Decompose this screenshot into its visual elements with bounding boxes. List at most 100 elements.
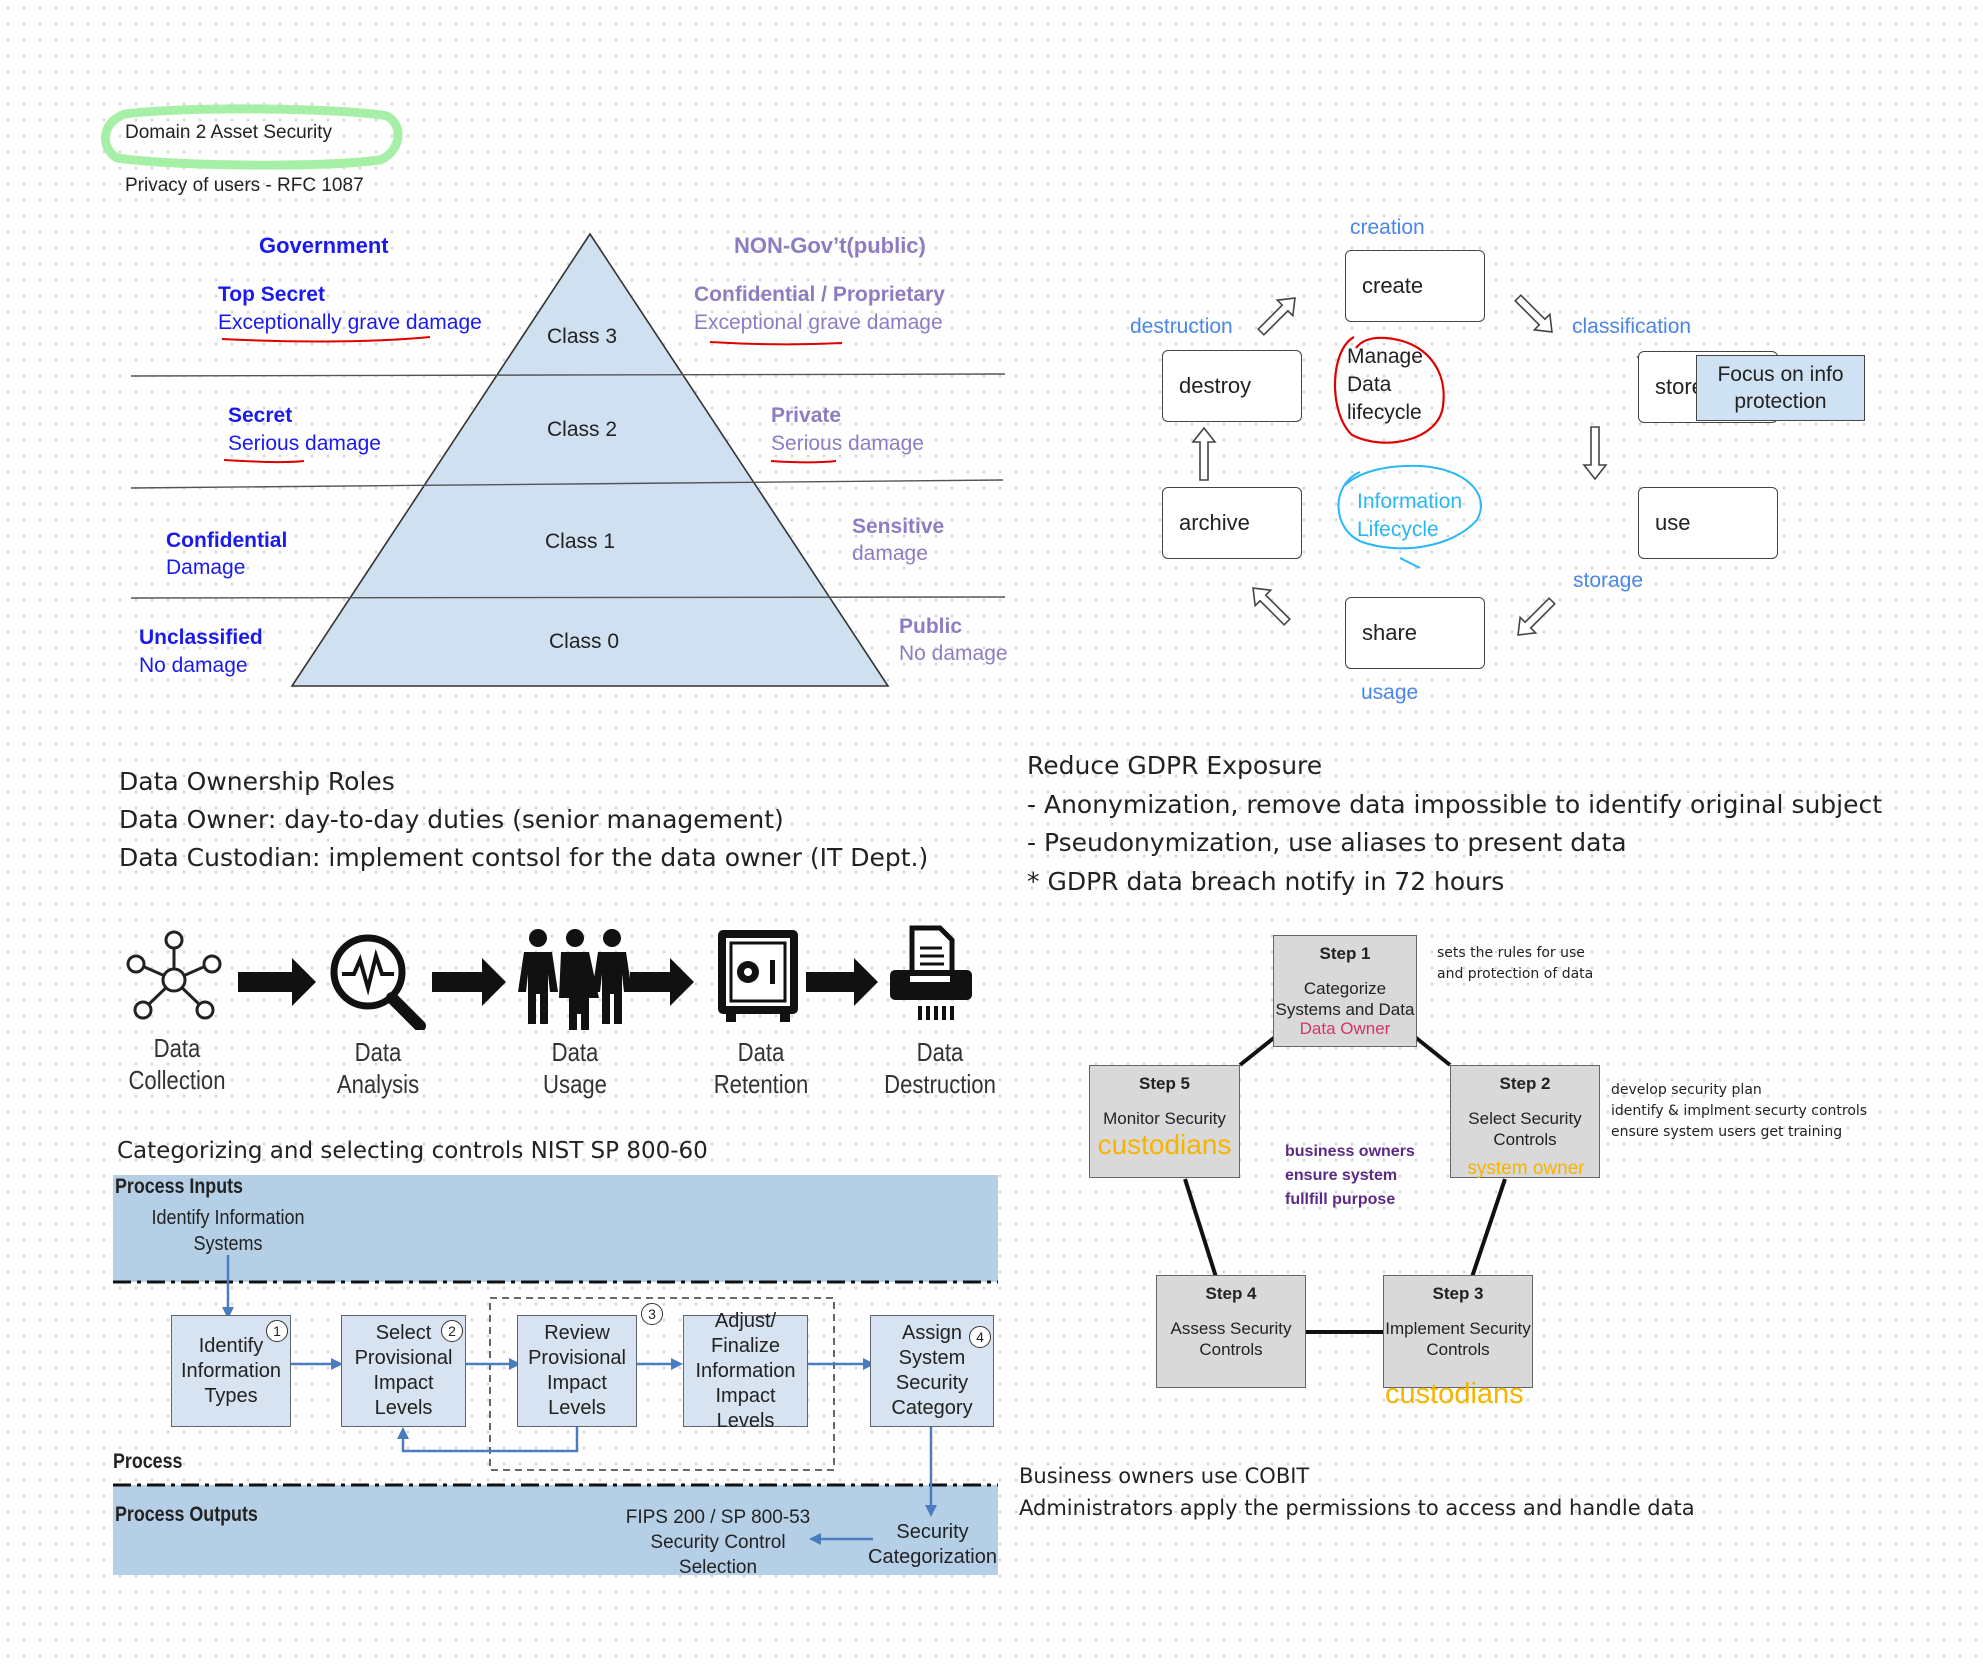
callout-line: protection [1734, 390, 1827, 413]
step-line: Select Security [1468, 1109, 1582, 1128]
people-icon [518, 929, 632, 1030]
center-line: business owners [1285, 1143, 1415, 1160]
information-lifecycle-note: Information Lifecycle [1357, 488, 1462, 544]
business-owners-note: business owners ensure system fullfill p… [1285, 1140, 1415, 1212]
step-title: Step 5 [1138, 1074, 1191, 1093]
steps-connectors [1183, 1035, 1507, 1334]
phase-creation: creation [1350, 216, 1425, 239]
fips-output: FIPS 200 / SP 800-53 Security Control Se… [608, 1505, 828, 1580]
callout-line: Focus on info [1717, 363, 1844, 386]
flow-label-line: Data [737, 1037, 785, 1067]
box-line: Levels [548, 1397, 606, 1419]
step-line: Assess Security [1170, 1319, 1292, 1338]
step-number-badge: 3 [641, 1303, 663, 1325]
manage-line: Data [1347, 373, 1392, 396]
gov-level: Unclassified [139, 626, 263, 649]
page-subtitle: Privacy of users - RFC 1087 [125, 175, 364, 196]
input-line: Identify Information [151, 1207, 305, 1229]
side-line: sets the rules for use [1437, 945, 1585, 961]
step-5-box: Step 5 Monitor Security custodians [1089, 1065, 1240, 1178]
box-line: Impact Levels [715, 1384, 776, 1432]
data-owner-note: Data Owner [1299, 1019, 1391, 1038]
step1-side-note: sets the rules for use and protection of… [1437, 943, 1593, 985]
shredder-icon [890, 925, 972, 1020]
nongov-level: Private [771, 404, 842, 427]
nongov-heading: NON-Gov’t(public) [734, 233, 926, 258]
step-number-badge: 2 [441, 1320, 463, 1342]
data-ownership-notes: Data Ownership Roles Data Owner: day-to-… [119, 763, 928, 877]
box-line: System [898, 1347, 966, 1369]
lifecycle-box-archive: archive [1162, 487, 1302, 559]
step-line: Categorize [1303, 979, 1387, 998]
gdpr-heading: Reduce GDPR Exposure [1027, 751, 1323, 780]
step-title: Step 4 [1205, 1284, 1257, 1303]
step-title: Step 1 [1319, 944, 1371, 963]
box-line: Review [544, 1322, 610, 1344]
cobit-line: Administrators apply the permissions to … [1019, 1496, 1695, 1520]
gov-damage: Damage [166, 556, 246, 579]
side-line: develop security plan [1611, 1082, 1762, 1098]
nist-lines [113, 1255, 998, 1545]
manage-line: Manage [1347, 345, 1423, 368]
identify-systems-input: Identify Information Systems [125, 1205, 332, 1257]
box-line: Security [895, 1372, 969, 1394]
class-label: Class 0 [549, 630, 620, 653]
step-line: Implement Security [1385, 1319, 1531, 1338]
gdpr-line: * GDPR data breach notify in 72 hours [1027, 866, 1505, 896]
classification-pyramid: Government NON-Gov’t(public) Class 3 Cla… [0, 0, 1020, 700]
output-line: Selection [678, 1557, 758, 1578]
flow-label-line: Retention [713, 1069, 809, 1099]
box-line: Select [375, 1322, 432, 1344]
step-line: Monitor Security [1103, 1109, 1226, 1128]
box-line: Types [204, 1384, 258, 1407]
box-line: Provisional [354, 1347, 453, 1369]
security-categorization-output: Security Categorization [865, 1520, 1000, 1570]
lifecycle-box-use: use [1638, 487, 1778, 559]
data-lifecycle-diagram: create store use share archive destroy c… [1100, 200, 1880, 720]
box-line: Impact Levels [373, 1372, 434, 1419]
custodians-note-step3: custodians [1385, 1378, 1524, 1410]
box-line: Finalize [711, 1334, 780, 1357]
safe-icon [718, 930, 798, 1022]
flow-label-line: Data [916, 1037, 964, 1067]
flow-arrows [238, 958, 878, 1006]
nongov-damage: Exceptional grave damage [694, 311, 943, 334]
side-line: identify & implment securty controls [1611, 1103, 1868, 1119]
magnifier-icon [330, 934, 426, 1030]
network-icon [126, 930, 222, 1020]
side-line: ensure system users get training [1611, 1124, 1843, 1140]
nongov-damage: Serious damage [771, 432, 924, 455]
gov-level: Secret [228, 404, 293, 427]
arrow-share-to-archive [1252, 587, 1291, 626]
gov-level: Top Secret [218, 283, 325, 306]
page-title: Domain 2 Asset Security [125, 122, 332, 143]
nongov-level: Confidential / Proprietary [694, 283, 945, 306]
flow-label-line: Usage [543, 1069, 607, 1099]
box-line: Information [695, 1359, 796, 1382]
box-line: Identify [198, 1334, 264, 1357]
ownership-heading: Data Ownership Roles [119, 767, 395, 796]
output-line: FIPS 200 / SP 800-53 [625, 1507, 811, 1528]
flow-label-line: Data [551, 1037, 599, 1067]
class-label: Class 1 [545, 530, 616, 553]
focus-callout: Focus on info protection [1696, 355, 1865, 421]
flow-label-line: Destruction [884, 1069, 996, 1099]
side-line: and protection of data [1437, 966, 1594, 982]
nongov-level: Public [899, 615, 963, 638]
class-label: Class 2 [547, 418, 618, 441]
box-line: Adjust/ [714, 1309, 777, 1332]
box-line: Information [180, 1359, 282, 1382]
box-line: Provisional [528, 1347, 626, 1369]
phase-usage: usage [1361, 681, 1419, 704]
output-line: Security Control [650, 1532, 786, 1553]
